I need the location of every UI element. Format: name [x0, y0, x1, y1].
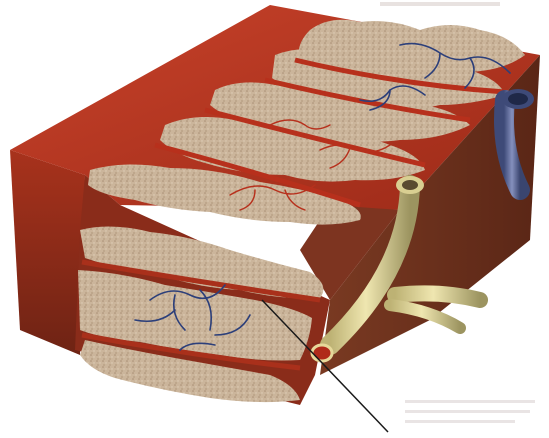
- front-face: [10, 150, 85, 355]
- faint-caption-blur: [405, 400, 535, 423]
- faint-caption-mark: [380, 2, 500, 6]
- artery-cross-section: [312, 345, 332, 361]
